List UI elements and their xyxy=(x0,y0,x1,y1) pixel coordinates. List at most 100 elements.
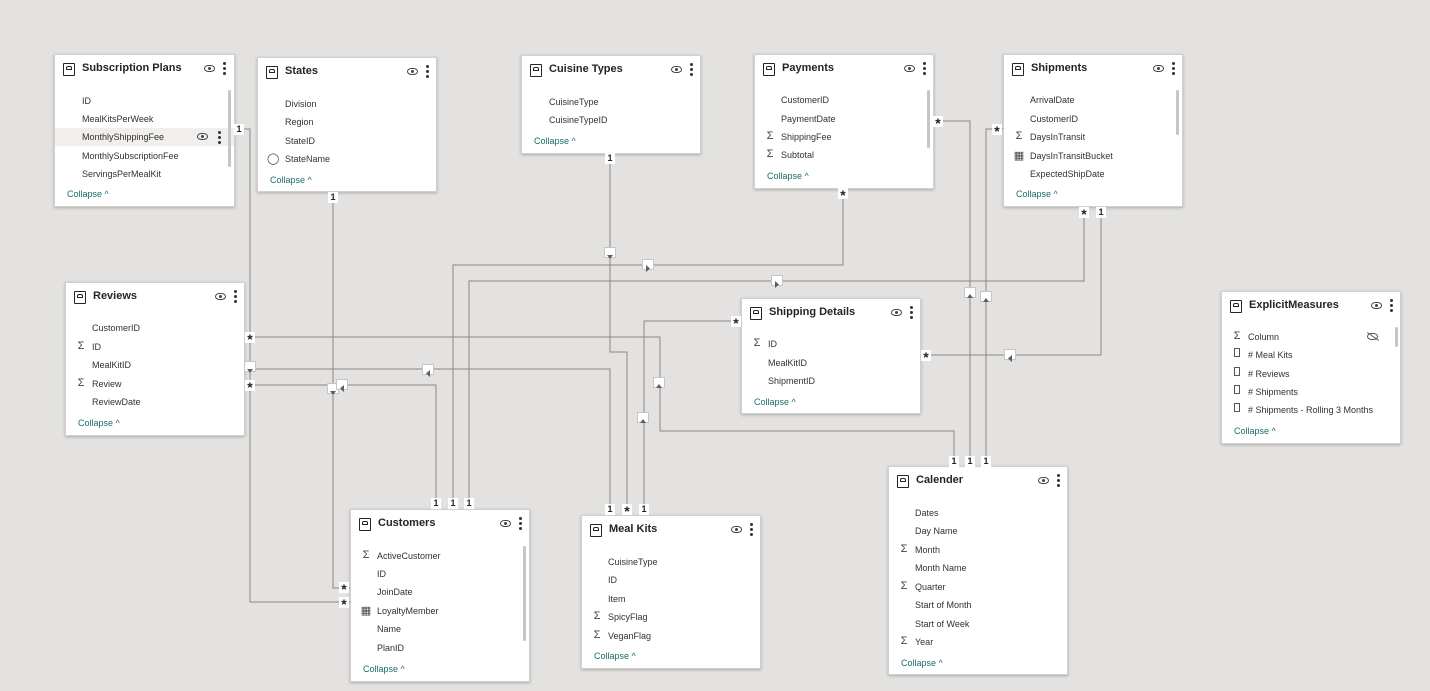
more-icon[interactable] xyxy=(690,63,694,79)
field-row[interactable]: Dates xyxy=(915,508,939,518)
filter-direction-up-icon[interactable] xyxy=(637,412,649,423)
field-row[interactable]: CustomerID xyxy=(1030,114,1079,124)
table-header[interactable]: Subscription Plans xyxy=(55,55,234,85)
table-card-shipping-details[interactable]: Shipping Details Σ ID MealKitID Shipment… xyxy=(741,298,921,414)
filter-direction-up-icon[interactable] xyxy=(653,377,665,388)
filter-direction-right-icon[interactable] xyxy=(642,259,654,272)
field-row-hovered[interactable]: MonthlyShippingFee xyxy=(55,128,234,146)
field-row[interactable]: ◯ StateName xyxy=(267,153,331,165)
collapse-link[interactable]: Collapse ^ xyxy=(754,397,796,407)
table-header[interactable]: Reviews xyxy=(66,283,244,313)
field-row[interactable]: ArrivalDate xyxy=(1030,95,1075,105)
field-row[interactable]: Day Name xyxy=(915,526,958,536)
collapse-link[interactable]: Collapse ^ xyxy=(270,175,312,185)
eye-icon[interactable] xyxy=(1038,477,1049,484)
table-card-explicit-measures[interactable]: ExplicitMeasures Σ Column # Meal Kits # … xyxy=(1221,291,1401,444)
field-row[interactable]: CustomerID xyxy=(92,323,141,333)
field-row[interactable]: Σ ID xyxy=(742,335,920,353)
field-row[interactable]: Σ SpicyFlag xyxy=(582,608,760,626)
field-row[interactable]: Start of Week xyxy=(915,619,970,629)
more-icon[interactable] xyxy=(1390,299,1394,315)
field-row[interactable]: Month Name xyxy=(915,563,967,573)
eye-icon[interactable] xyxy=(1153,65,1164,72)
collapse-link[interactable]: Collapse ^ xyxy=(1016,189,1058,199)
filter-direction-down-icon[interactable] xyxy=(244,361,256,373)
field-row[interactable]: Region xyxy=(285,117,314,127)
field-row[interactable]: ID xyxy=(608,575,617,585)
field-row[interactable]: ID xyxy=(82,96,91,106)
table-header[interactable]: Meal Kits xyxy=(582,516,760,546)
field-row[interactable]: Σ ShippingFee xyxy=(755,128,933,146)
collapse-link[interactable]: Collapse ^ xyxy=(901,658,943,668)
field-row[interactable]: ReviewDate xyxy=(92,397,141,407)
table-card-calender[interactable]: Calender Dates Day Name Σ Month Month Na… xyxy=(888,466,1068,675)
filter-direction-left-icon[interactable] xyxy=(422,364,434,377)
scrollbar[interactable] xyxy=(228,90,231,167)
eye-hidden-icon[interactable] xyxy=(1367,333,1378,340)
collapse-link[interactable]: Collapse ^ xyxy=(594,651,636,661)
filter-direction-left-icon[interactable] xyxy=(1004,349,1016,362)
collapse-link[interactable]: Collapse ^ xyxy=(767,171,809,181)
field-row[interactable]: PlanID xyxy=(377,643,405,653)
field-row[interactable]: Σ Column xyxy=(1222,328,1400,346)
filter-direction-down-icon[interactable] xyxy=(604,247,616,259)
field-row[interactable]: ▦ LoyaltyMember xyxy=(360,605,439,617)
filter-direction-up-icon[interactable] xyxy=(980,291,992,302)
more-icon[interactable] xyxy=(234,290,238,306)
collapse-link[interactable]: Collapse ^ xyxy=(534,136,576,146)
table-header[interactable]: States xyxy=(258,58,436,88)
scrollbar[interactable] xyxy=(523,546,526,641)
field-row[interactable]: StateID xyxy=(285,136,316,146)
field-row[interactable]: MealKitsPerWeek xyxy=(82,114,154,124)
collapse-link[interactable]: Collapse ^ xyxy=(67,189,109,199)
scrollbar[interactable] xyxy=(1395,327,1398,347)
table-header[interactable]: Customers xyxy=(351,510,529,540)
field-row[interactable]: ▦ DaysInTransitBucket xyxy=(1013,150,1113,162)
eye-icon[interactable] xyxy=(904,65,915,72)
field-row[interactable]: CuisineTypeID xyxy=(549,115,608,125)
table-header[interactable]: Shipments xyxy=(1004,55,1182,85)
more-icon[interactable] xyxy=(519,517,523,533)
field-row[interactable]: # Shipments xyxy=(1222,383,1400,401)
table-header[interactable]: Shipping Details xyxy=(742,299,920,329)
more-icon[interactable] xyxy=(223,62,227,78)
field-row[interactable]: ID xyxy=(377,569,386,579)
field-row[interactable]: Σ Month xyxy=(889,541,1067,559)
field-row[interactable]: Name xyxy=(377,624,402,634)
field-row[interactable]: CuisineType xyxy=(549,97,599,107)
eye-icon[interactable] xyxy=(671,66,682,73)
table-card-states[interactable]: States Division Region StateID ◯ StateNa… xyxy=(257,57,437,192)
field-row[interactable]: Σ Review xyxy=(66,375,244,393)
eye-icon[interactable] xyxy=(731,526,742,533)
field-row[interactable]: ExpectedShipDate xyxy=(1030,169,1105,179)
table-header[interactable]: ExplicitMeasures xyxy=(1222,292,1400,322)
field-row[interactable]: Σ DaysInTransit xyxy=(1004,128,1182,146)
scrollbar[interactable] xyxy=(927,90,930,148)
filter-direction-up-icon[interactable] xyxy=(964,287,976,298)
field-row[interactable]: # Shipments - Rolling 3 Months xyxy=(1222,401,1400,419)
more-icon[interactable] xyxy=(1057,474,1061,490)
filter-direction-right-icon[interactable] xyxy=(771,275,783,288)
field-row[interactable]: Σ Subtotal xyxy=(755,146,933,164)
eye-icon[interactable] xyxy=(1371,302,1382,309)
field-row[interactable]: # Meal Kits xyxy=(1222,346,1400,364)
eye-icon[interactable] xyxy=(204,65,215,72)
table-card-meal-kits[interactable]: Meal Kits CuisineType ID Item Σ SpicyFla… xyxy=(581,515,761,669)
filter-direction-left-icon[interactable] xyxy=(336,379,348,392)
collapse-link[interactable]: Collapse ^ xyxy=(363,664,405,674)
table-card-shipments[interactable]: Shipments ArrivalDate CustomerID Σ DaysI… xyxy=(1003,54,1183,207)
eye-icon[interactable] xyxy=(215,293,226,300)
field-row[interactable]: Start of Month xyxy=(915,600,972,610)
more-icon[interactable] xyxy=(910,306,914,322)
table-card-customers[interactable]: Customers Σ ActiveCustomer ID JoinDate ▦… xyxy=(350,509,530,682)
field-row[interactable]: Σ ActiveCustomer xyxy=(351,547,529,565)
field-row[interactable]: MonthlySubscriptionFee xyxy=(82,151,179,161)
table-card-payments[interactable]: Payments CustomerID PaymentDate Σ Shippi… xyxy=(754,54,934,189)
collapse-link[interactable]: Collapse ^ xyxy=(78,418,120,428)
field-row[interactable]: Item xyxy=(608,594,626,604)
table-card-cuisine-types[interactable]: Cuisine Types CuisineType CuisineTypeID … xyxy=(521,55,701,154)
field-row[interactable]: # Reviews xyxy=(1222,365,1400,383)
field-row[interactable]: Division xyxy=(285,99,317,109)
field-row[interactable]: MealKitID xyxy=(768,358,808,368)
table-card-subscription-plans[interactable]: Subscription Plans ID MealKitsPerWeek Mo… xyxy=(54,54,235,207)
